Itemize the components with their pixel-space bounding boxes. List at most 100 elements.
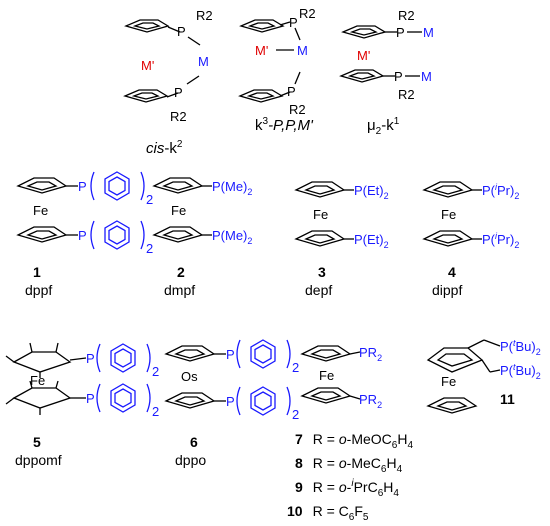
compound-number: 1 <box>33 264 41 280</box>
phosphorus-label: P <box>174 85 183 100</box>
cyclopentadienyl-ring <box>153 226 203 243</box>
metal-mprime-label: M' <box>141 58 154 73</box>
compound-5: P P 2 2 Fe 5 dppomf <box>5 342 159 468</box>
r2-label: R2 <box>398 8 415 23</box>
substituent-label: P(Me)2 <box>212 179 252 197</box>
substituent-label: PR2 <box>359 345 382 363</box>
mode-cis-k2: P P R2 R2 M M' cis-k2 <box>124 8 213 157</box>
cyclopentadienyl-ring <box>342 25 386 39</box>
substituent-label: P(tBu)2 <box>500 338 541 357</box>
cyclopentadienyl-ring <box>423 230 473 247</box>
compound-3: P(Et)2 P(Et)2 Fe 3 depf <box>295 181 389 298</box>
phosphorus-label: P <box>86 391 95 406</box>
phosphorus-label: P <box>394 69 403 84</box>
compound-number: 4 <box>448 264 456 280</box>
r2-label: R2 <box>289 102 306 117</box>
substituent-label: P(tBu)2 <box>500 362 541 381</box>
phenyl-ring <box>110 343 136 373</box>
compound-number: 6 <box>190 434 198 450</box>
phosphorus-label: P <box>78 179 87 194</box>
cyclopentadienyl-ring <box>340 69 384 83</box>
cyclopentadienyl-ring <box>301 387 351 404</box>
compound-number: 5 <box>33 434 41 450</box>
metal-label: Fe <box>313 207 328 222</box>
compound-2: P(Me)2 P(Me)2 Fe 2 dmpf <box>153 177 252 298</box>
cyclopentadienyl-ring <box>295 181 345 198</box>
compound-abbrev: dppo <box>175 452 206 468</box>
substituent-label: P(iPr)2 <box>482 182 519 201</box>
mode-caption: cis-k2 <box>146 139 183 157</box>
svg-text:2: 2 <box>292 360 299 375</box>
substituent-label: PR2 <box>359 392 382 410</box>
metal-mprime-label: M' <box>357 48 370 63</box>
svg-text:2: 2 <box>146 241 153 256</box>
compound-number: 2 <box>177 264 185 280</box>
compound-abbrev: dippf <box>432 282 462 298</box>
substituent-label: P(Et)2 <box>354 232 389 250</box>
metal-mprime-label: M' <box>255 43 268 58</box>
metal-label: Fe <box>319 368 334 383</box>
compound-abbrev: dmpf <box>164 282 195 298</box>
compound-1: P P 2 2 Fe 1 dppf <box>17 171 153 298</box>
r2-label: R2 <box>398 87 415 102</box>
cyclopentadienyl-ring <box>427 397 477 414</box>
cyclopentadienyl-ring <box>17 177 67 194</box>
cyclopentadienyl-ring <box>239 89 283 103</box>
cyclopentadienyl-ring <box>12 351 72 373</box>
compound-abbrev: dppf <box>25 282 52 298</box>
svg-text:2: 2 <box>152 404 159 419</box>
phosphorus-label: P <box>86 351 95 366</box>
phenyl-ring <box>110 383 136 413</box>
compound-6: P P 2 2 Os 6 dppo <box>165 339 299 468</box>
compound-11: P(tBu)2 P(tBu)2 Fe 11 <box>426 338 541 414</box>
phosphorus-label: P <box>289 15 298 30</box>
phenyl-ring <box>104 220 130 250</box>
metal-label: Fe <box>33 203 48 218</box>
cyclopentadienyl-ring <box>125 19 169 33</box>
metal-m-label: M <box>198 54 209 69</box>
mode-mu2-k1: P P R2 R2 M M M' μ2-k1 <box>340 8 434 137</box>
cyclopentadienyl-ring <box>301 345 351 362</box>
compound-number: 3 <box>318 264 326 280</box>
cyclopentadienyl-ring <box>426 347 484 373</box>
cyclopentadienyl-ring <box>295 230 345 247</box>
phenyl-ring <box>250 386 276 416</box>
phenyl-ring <box>104 171 130 201</box>
substituent-label: P(iPr)2 <box>482 231 519 250</box>
metal-label: Fe <box>171 203 186 218</box>
compound-abbrev: dppomf <box>15 452 62 468</box>
phosphorus-label: P <box>396 25 405 40</box>
metal-label: Fe <box>441 207 456 222</box>
mode-k3: P P R2 R2 M M' k3-P,P,M' <box>239 6 316 134</box>
mode-caption: μ2-k1 <box>367 116 400 137</box>
phosphorus-label: P <box>78 228 87 243</box>
compound-abbrev: depf <box>305 282 332 298</box>
svg-text:2: 2 <box>146 192 153 207</box>
cyclopentadienyl-ring <box>124 89 168 103</box>
cyclopentadienyl-ring <box>165 345 215 362</box>
cyclopentadienyl-ring <box>12 387 72 409</box>
mode-caption: k3-P,P,M' <box>255 116 314 134</box>
cyclopentadienyl-ring <box>240 19 284 33</box>
phosphorus-label: P <box>287 84 296 99</box>
cyclopentadienyl-ring <box>153 177 203 194</box>
phosphorus-label: P <box>177 24 186 39</box>
svg-text:2: 2 <box>292 407 299 422</box>
compound-4: P(iPr)2 P(iPr)2 Fe 4 dippf <box>423 181 519 298</box>
compound-number: 11 <box>500 391 515 407</box>
substituent-label: P(Me)2 <box>212 228 252 246</box>
phosphorus-label: P <box>226 347 235 362</box>
metal-m-label: M <box>421 69 432 84</box>
metal-label: Fe <box>30 373 45 388</box>
metal-label: Fe <box>441 374 456 389</box>
phenyl-ring <box>250 339 276 369</box>
metal-m-label: M <box>297 43 308 58</box>
metal-m-label: M <box>423 25 434 40</box>
r2-label: R2 <box>299 6 316 21</box>
